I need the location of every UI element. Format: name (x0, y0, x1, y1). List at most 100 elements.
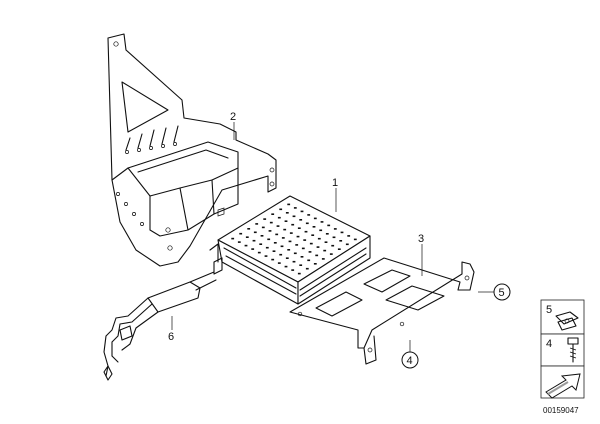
clip-nut-icon (555, 311, 579, 331)
vent-slot (261, 226, 265, 229)
vent-slot (339, 240, 343, 242)
vent-slot (285, 212, 289, 214)
vent-slot (319, 229, 323, 232)
vent-slot (276, 225, 280, 227)
vent-slot (257, 251, 261, 254)
vent-slot (237, 241, 241, 243)
vent-slot (321, 258, 325, 260)
vent-slot (291, 269, 295, 271)
vent-slot (293, 207, 297, 209)
vent-slot (280, 245, 284, 248)
vent-slot (327, 224, 331, 227)
vent-slot (253, 231, 257, 234)
vent-slot (271, 213, 275, 215)
control-unit (209, 195, 371, 305)
vent-slot (297, 272, 301, 275)
vent-slot (272, 250, 276, 252)
vent-slot (289, 232, 293, 234)
vent-slot (259, 243, 263, 245)
vent-slot (255, 223, 259, 225)
vent-slot (277, 216, 281, 219)
vent-slot (252, 239, 256, 242)
vent-slot (268, 230, 272, 232)
legend-label-4: 4 (546, 338, 552, 350)
vent-slot (325, 233, 329, 235)
vent-slot (304, 230, 308, 233)
vent-slot (308, 251, 312, 253)
vent-slot (293, 252, 297, 255)
vent-slot (353, 238, 357, 241)
callout-2: 2 (230, 111, 236, 123)
holder-bracket (107, 33, 277, 267)
vent-slot (263, 218, 267, 220)
vent-slot (247, 228, 251, 230)
vent-slot (275, 233, 279, 236)
vent-slot (331, 244, 335, 247)
vent-slot (284, 265, 288, 268)
vent-slot (307, 214, 311, 216)
vent-slot (287, 249, 291, 251)
callout-3: 3 (418, 233, 424, 245)
legend-panel: 5 4 00159047 (540, 299, 585, 415)
vent-slot (332, 236, 336, 239)
vent-slot (311, 234, 315, 236)
mounting-plate (289, 257, 475, 365)
vent-slot (291, 223, 295, 226)
vent-slot (296, 235, 300, 238)
vent-slot (287, 203, 291, 206)
vent-slot (284, 220, 288, 222)
vent-slot (347, 235, 351, 237)
vent-slot (305, 222, 309, 225)
vent-slot (309, 242, 313, 245)
vent-slot (312, 226, 316, 228)
vent-slot (300, 256, 304, 258)
vent-slot (239, 232, 243, 235)
vent-slot (313, 263, 317, 265)
vent-slot (292, 215, 296, 218)
vent-slot (295, 244, 299, 246)
legend-label-5: 5 (546, 304, 552, 316)
vent-slot (283, 228, 287, 231)
vent-slot (323, 249, 327, 252)
vent-slot (329, 253, 333, 255)
vent-slot (260, 235, 264, 237)
vent-slot (299, 219, 303, 221)
callout-4: 4 (407, 355, 413, 367)
vent-slot (251, 248, 255, 250)
vent-slot (281, 237, 285, 239)
vent-slot (273, 242, 277, 244)
callout-1: 1 (332, 177, 338, 189)
vent-slot (305, 267, 309, 270)
vent-slot (244, 244, 248, 247)
vent-slot (300, 210, 304, 213)
vent-slot (292, 260, 296, 263)
vent-slot (307, 259, 311, 262)
callouts: 1 2 3 4 5 6 (168, 111, 511, 369)
vent-slot (345, 243, 349, 246)
vent-slot (231, 237, 235, 240)
vent-grid-top (231, 203, 357, 275)
vent-slot (299, 264, 303, 266)
vent-slot (267, 238, 271, 241)
vent-slot (285, 257, 289, 259)
vent-slot (340, 231, 344, 234)
direction-arrow-icon (545, 373, 581, 399)
wiring-harness (103, 271, 217, 381)
document-number: 00159047 (543, 406, 579, 415)
vent-slot (265, 246, 269, 249)
vent-slot (271, 258, 275, 261)
callout-5: 5 (499, 287, 505, 299)
vent-slot (317, 237, 321, 240)
vent-slot (245, 236, 249, 238)
vent-slot (301, 247, 305, 250)
vent-slot (297, 227, 301, 229)
callout-5-circle (493, 283, 511, 301)
vent-slot (288, 240, 292, 243)
callout-6: 6 (168, 331, 174, 343)
vent-slot (264, 255, 268, 257)
vent-slot (277, 262, 281, 264)
vent-slot (337, 248, 341, 250)
vent-slot (315, 254, 319, 257)
screw-icon (567, 337, 579, 363)
